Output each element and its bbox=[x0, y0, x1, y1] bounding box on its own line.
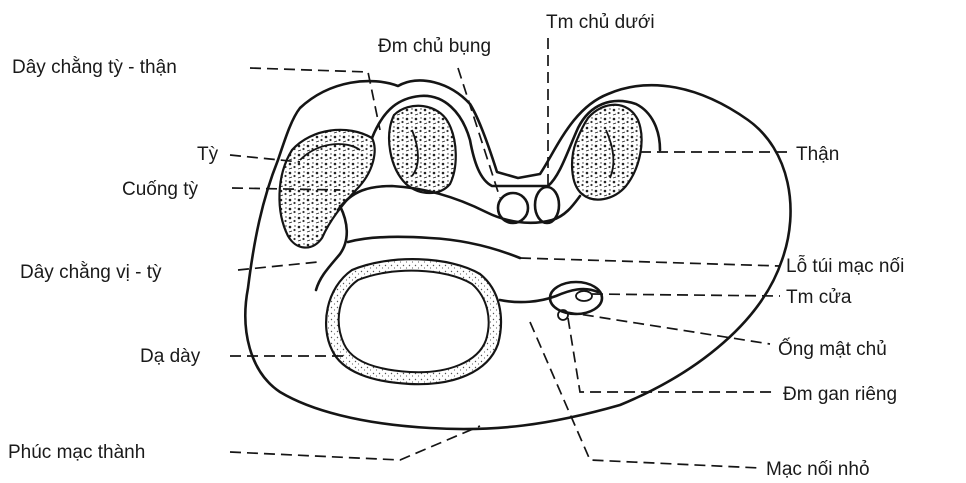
left-kidney-shape bbox=[389, 106, 456, 193]
label-lo-tui-mac-noi: Lỗ túi mạc nối bbox=[786, 255, 904, 277]
portal-vein bbox=[576, 291, 592, 301]
labels: Dây chằng tỳ - thận Đm chủ bụng Tm chủ d… bbox=[8, 12, 904, 480]
label-mac-noi-nho: Mạc nối nhỏ bbox=[766, 459, 870, 480]
label-tm-cua: Tm cửa bbox=[786, 287, 852, 308]
label-dm-gan-rieng: Đm gan riêng bbox=[783, 384, 897, 405]
label-day-chang-ty-than: Dây chằng tỳ - thận bbox=[12, 56, 177, 78]
lesser-sac-cavity bbox=[338, 186, 580, 223]
leader-day-chang-ty-than bbox=[250, 68, 380, 130]
stomach-lumen bbox=[339, 271, 489, 373]
anatomy-drawing bbox=[245, 80, 790, 429]
label-day-chang-vi-ty: Dây chằng vị - tỳ bbox=[20, 261, 162, 283]
leader-dm-chu-bung bbox=[458, 68, 500, 198]
label-tm-chu-duoi: Tm chủ dưới bbox=[546, 12, 655, 33]
lesser-sac-lower bbox=[348, 237, 520, 258]
label-cuong-ty: Cuống tỳ bbox=[122, 179, 199, 200]
leader-lo-tui-mac-noi bbox=[520, 258, 780, 266]
label-ong-mat-chu: Ống mật chủ bbox=[778, 338, 887, 360]
leader-tm-cua bbox=[592, 294, 780, 296]
label-phuc-mac-thanh: Phúc mạc thành bbox=[8, 442, 145, 463]
label-ty: Tỳ bbox=[197, 144, 219, 165]
abdominal-aorta bbox=[498, 193, 528, 223]
label-than: Thận bbox=[796, 144, 839, 165]
label-dm-chu-bung: Đm chủ bụng bbox=[378, 36, 491, 57]
inferior-vena-cava bbox=[535, 187, 559, 223]
label-da-day: Dạ dày bbox=[140, 346, 201, 367]
leader-phuc-mac-thanh bbox=[230, 426, 480, 460]
